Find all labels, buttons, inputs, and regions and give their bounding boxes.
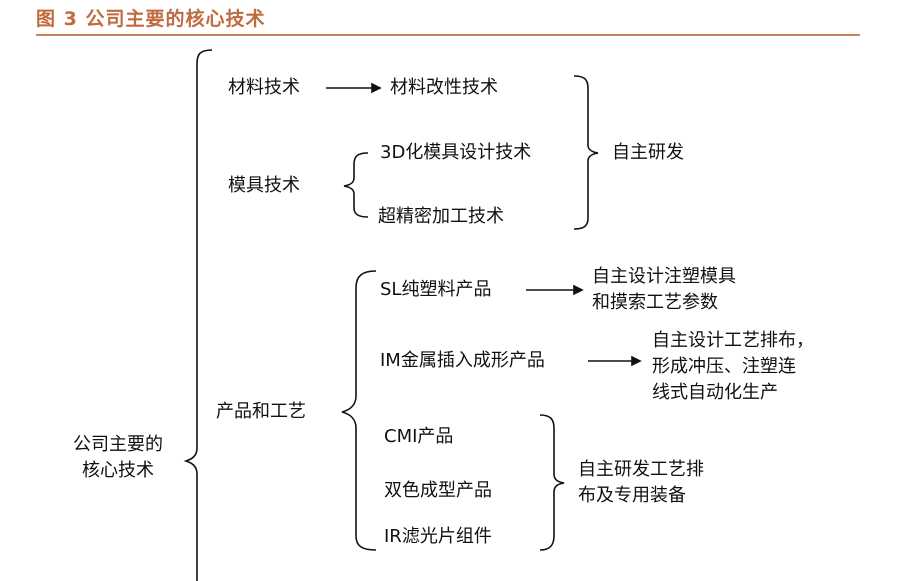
outcome-im-line-3: 线式自动化生产 [652,382,778,403]
node-3d-mold-design: 3D化模具设计技术 [380,142,532,163]
self-rd-brace [573,75,599,230]
im-arrowhead [631,355,642,367]
root-brace [183,49,213,581]
sl-arrowhead [573,284,584,296]
outcome-im-line-2: 形成冲压、注塑连 [652,356,796,377]
branch-materials: 材料技术 [228,77,300,98]
root-line-2: 核心技术 [82,460,154,481]
figure-title: 图 3 公司主要的核心技术 [36,8,266,30]
node-material-modification: 材料改性技术 [390,77,498,98]
outcome-sl: 自主设计注塑模具 和摸索工艺参数 [592,264,812,316]
outcome-im: 自主设计工艺排布， 形成冲压、注塑连 线式自动化生产 [652,328,892,406]
mold-brace [343,152,369,218]
outcome-self-rd: 自主研发 [612,142,684,163]
node-im-metal-insert: IM金属插入成形产品 [380,350,545,371]
group-brace [539,414,565,551]
outcome-sl-line-1: 自主设计注塑模具 [592,266,736,287]
outcome-group: 自主研发工艺排 布及专用装备 [578,457,798,509]
outcome-im-line-1: 自主设计工艺排布， [652,330,814,351]
node-two-color: 双色成型产品 [384,480,492,501]
node-sl-plastic: SL纯塑料产品 [380,279,492,300]
outcome-sl-line-2: 和摸索工艺参数 [592,292,718,313]
node-ultra-precision: 超精密加工技术 [378,206,504,227]
title-divider [36,34,860,36]
root-line-1: 公司主要的 [73,434,163,455]
branch-mold: 模具技术 [228,175,300,196]
products-brace [341,270,377,551]
node-cmi: CMI产品 [384,426,454,447]
root-node: 公司主要的 核心技术 [58,432,178,484]
materials-arrowhead [371,82,382,94]
outcome-group-line-2: 布及专用装备 [578,485,686,506]
node-ir-filter: IR滤光片组件 [384,526,492,547]
branch-products: 产品和工艺 [216,401,306,422]
outcome-group-line-1: 自主研发工艺排 [578,459,704,480]
